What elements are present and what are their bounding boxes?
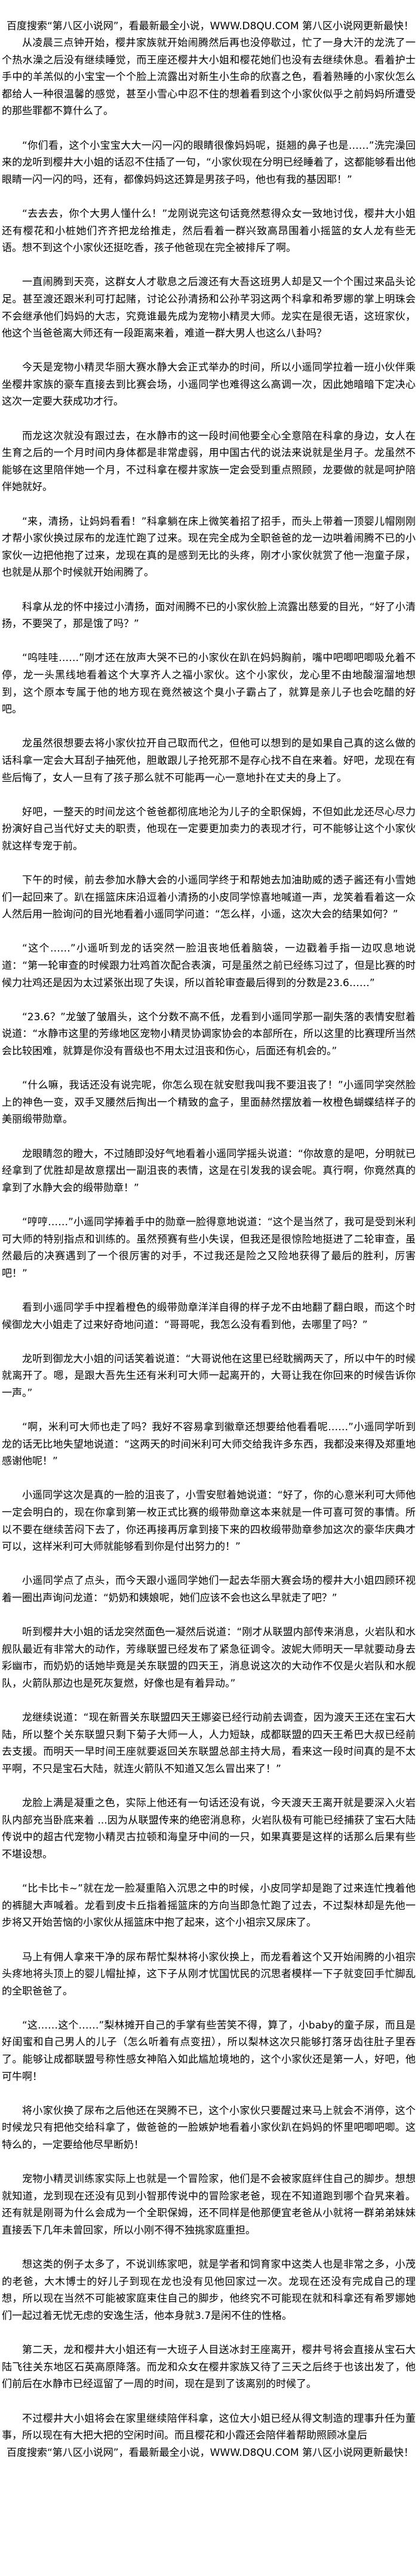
paragraph: 看到小遥同学手中捏着橙色的缎带勋章洋洋自得的样子龙不由地翻了翻白眼，而这个时候御… — [2, 1301, 416, 1331]
paragraph: “什么嘛，我话还没有说完呢，你怎么现在就安慰我叫我不要沮丧了！”小遥同学突然脸上… — [2, 1079, 416, 1126]
paragraph: “比卡比卡~”就在龙一脸凝重陷入沉思之中的时候，小皮同学却是跑了过来连忙拽着他的… — [2, 1883, 416, 1929]
paragraph: 宠物小精灵训练家实际上也就是一个冒险家，他们是不会被家庭绊住自己的脚步。想想就知… — [2, 2173, 416, 2237]
paragraph: “啊，米利可大师也走了吗？我好不容易拿到徽章还想要给他看看呢……”小遥同学听到龙… — [2, 1421, 416, 1468]
paragraph: 一直闹腾到天亮，这群女人才歇息之后渡还有大吾这班男人却是又一个个围过来品头论足。… — [2, 276, 416, 340]
paragraph: 马上有佣人拿来干净的尿布帮忙梨林将小家伙换上，而龙看着这个又开始闹腾的小祖宗头疼… — [2, 1951, 416, 1997]
site-banner-bottom: 百度搜索“第八区小说网”，看最新最全小说，WWW.D8QU.COM 第八区小说网… — [7, 2446, 414, 2459]
paragraph: 小遥同学这次是真的一脸的沮丧了，小雪安慰着她说道：“好了，你的心意米利可大师他一… — [2, 1489, 416, 1553]
paragraph: 从凌晨三点钟开始，樱井家族就开始闹腾然后再也没停歇过，忙了一身大汗的龙洗了一个热… — [2, 37, 416, 118]
paragraph: 龙眼睛忽的瞪大，不过随即没好气地看着小遥同学摇头说道：“你故意的是吧，分明就已经… — [2, 1148, 416, 1194]
paragraph: “去去去，你个大男人懂什么！”龙刚说完这句话竟然惹得众女一致地讨伐，樱井大小姐还… — [2, 207, 416, 255]
site-banner-top: 百度搜索“第八区小说网”，看最新最全小说，WWW.D8QU.COM 第八区小说网… — [7, 20, 414, 32]
paragraph: 将小家伙换了尿布之后他还在哭腾不已，这个小家伙只要醒过来马上就会不消停，这个时候… — [2, 2104, 416, 2152]
paragraph: “23.6？”龙皱了皱眉头，这个分数不高不低，龙看到小遥同学那一副失落的表情安慰… — [2, 1011, 416, 1058]
chapter-body: 从凌晨三点钟开始，樱井家族就开始闹腾然后再也没停歇过，忙了一身大汗的龙洗了一个热… — [2, 35, 416, 2445]
paragraph: 听到樱井大小姐的话龙突然面色一凝然后说道：“刚才从联盟内部传来消息，火岩队和水舰… — [2, 1626, 416, 1690]
paragraph: “呜哇哇……”刚才还在放声大哭不已的小家伙在趴在妈妈胸前，嘴中吧唧吧唧吸允着不停… — [2, 652, 416, 716]
paragraph: 不过樱井大小姐将会在家里继续陪伴科拿，这位大小姐已经从得文制造的理事升任为董事，… — [2, 2412, 416, 2442]
paragraph: “你们看，这个小宝宝大大一闪一闪的眼睛很像妈妈呢，挺翘的鼻子也是……”洗完澡回来… — [2, 139, 416, 186]
paragraph: 今天是宠物小精灵华丽大赛水静大会正式举办的时间，所以小遥同学拉着一班小伙伴乘坐樱… — [2, 362, 416, 408]
paragraph: 龙继续说道：“现在新晋关东联盟四天王娜姿已经行动前去调查，因为渡天王还在宝石大陆… — [2, 1712, 416, 1775]
paragraph: “来，清扬，让妈妈看看！”科拿躺在床上微笑着招了招手，而头上带着一顶婴儿帽刚刚才… — [2, 515, 416, 579]
paragraph: 第二天，龙和樱井大小姐还有一大班子人目送冰封王座离开，樱井号将会直接从宝石大陆飞… — [2, 2344, 416, 2391]
paragraph: 小遥同学点了点头，而今天跟小遥同学她们一起去华丽大赛会场的樱井大小姐四顾环视着一… — [2, 1575, 416, 1605]
paragraph: “这……这个……”梨林摊开自己的手掌有些苦笑不得，算了，小baby的童子尿，而且… — [2, 2019, 416, 2083]
paragraph: 龙听到御龙大小姐的问话笑着说道：“大哥说他在这里已经耽搁两天了，所以中午的时候就… — [2, 1353, 416, 1399]
paragraph: 好吧，一整天的时间龙这个爸爸都彻底地沦为儿子的全职保姆，不但如此龙还尽心尽力扮演… — [2, 806, 416, 852]
paragraph: 科拿从龙的怀中接过小清扬，面对闹腾不已的小家伙脸上流露出慈爱的目光，“好了小清扬… — [2, 601, 416, 631]
novel-page: 百度搜索“第八区小说网”，看最新最全小说，WWW.D8QU.COM 第八区小说网… — [2, 20, 416, 2459]
paragraph: 龙脸上满是凝重之色，实际上他还有一句话还没有说，今天渡天王离开就是要深入火岩队内… — [2, 1797, 416, 1861]
paragraph: 想这类的例子太多了，不说训练家吧，就是学者和饲育家中这类人也是非常之多，小茂的老… — [2, 2259, 416, 2322]
paragraph: “哼哼……”小遥同学捧着手中的勋章一脸得意地说道：“这个是当然了，我可是受到米利… — [2, 1216, 416, 1280]
paragraph: “这个……”小遥听到龙的话突然一脸沮丧地低着脑袋，一边戳着手指一边叹息地说道：“… — [2, 943, 416, 989]
paragraph: 龙虽然很想要去将小家伙拉开自己取而代之，但他可以想到的是如果自己真的这么做的话科… — [2, 738, 416, 784]
paragraph: 下午的时候，前去参加水静大会的小遥同学终于和帮她去加油助威的透子酱还有小雪她们一… — [2, 874, 416, 921]
paragraph: 而龙这次就没有跟过去，在水静市的这一段时间他要全心全意陪在科拿的身边，女人在生育… — [2, 430, 416, 494]
